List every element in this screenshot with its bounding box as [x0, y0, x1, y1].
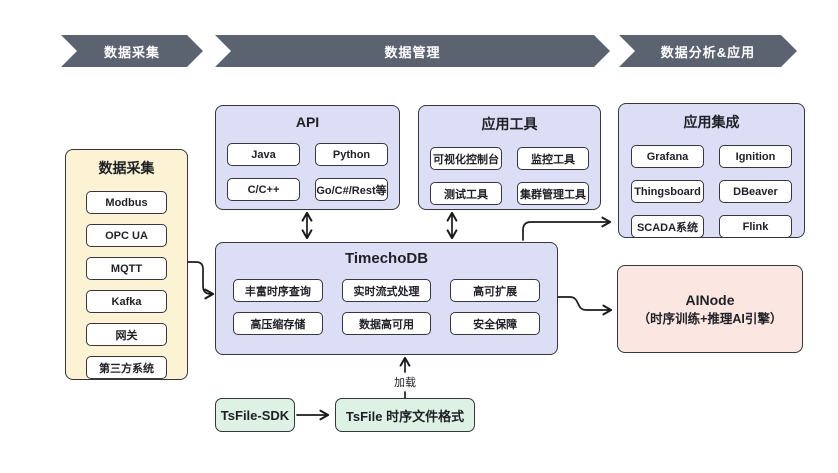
collection-item: MQTT: [86, 257, 167, 280]
collection-item: 网关: [86, 323, 167, 346]
timechodb-feature-item: 丰富时序查询: [233, 279, 323, 302]
stage-banner-collection: 数据采集: [61, 35, 203, 67]
arrow-timechodb-to-integration: [522, 216, 612, 241]
ainode-subtitle: （时序训练+推理AI引擎）: [637, 312, 783, 327]
timechodb-box-items: 丰富时序查询实时流式处理高可扩展高压缩存储数据高可用安全保障: [216, 279, 557, 335]
api-box-title: API: [295, 114, 320, 130]
integration-item: Thingsboard: [631, 180, 704, 203]
integration-box-title: 应用集成: [683, 114, 740, 130]
timechodb-box: TimechoDB 丰富时序查询实时流式处理高可扩展高压缩存储数据高可用安全保障: [215, 242, 558, 355]
integration-item: DBeaver: [719, 180, 792, 203]
stage-banner-analysis: 数据分析&应用: [619, 35, 797, 67]
load-arrow-label: 加载: [394, 377, 416, 389]
collection-item: 第三方系统: [86, 356, 167, 379]
collection-item: OPC UA: [86, 224, 167, 247]
integration-item: SCADA系统: [631, 215, 704, 238]
tool-item: 测试工具: [430, 182, 502, 205]
api-item: C/C++: [227, 178, 300, 201]
tools-box: 应用工具 可视化控制台监控工具测试工具集群管理工具: [418, 105, 601, 210]
stage-banner-management: 数据管理: [215, 35, 610, 67]
tools-box-items: 可视化控制台监控工具测试工具集群管理工具: [419, 147, 600, 205]
integration-item: Flink: [719, 215, 792, 238]
collection-box-title: 数据采集: [98, 160, 155, 176]
api-item: Go/C#/Rest等: [315, 178, 388, 201]
timechodb-feature-item: 安全保障: [450, 312, 540, 335]
tsfile-format-box: TsFile 时序文件格式: [335, 398, 475, 432]
timechodb-feature-item: 实时流式处理: [341, 279, 432, 302]
collection-item: Modbus: [86, 191, 167, 214]
integration-item: Ignition: [719, 145, 792, 168]
arrow-timechodb-to-ainode: [557, 296, 613, 316]
ainode-box: AINode （时序训练+推理AI引擎）: [617, 265, 803, 353]
tools-box-title: 应用工具: [481, 116, 538, 132]
arrow-collection-to-timechodb: [187, 261, 215, 300]
api-item: Java: [227, 143, 300, 166]
tool-item: 集群管理工具: [517, 182, 589, 205]
collection-item: Kafka: [86, 290, 167, 313]
timechodb-feature-item: 高可扩展: [450, 279, 540, 302]
timechodb-box-title: TimechoDB: [344, 250, 429, 267]
timechodb-feature-item: 数据高可用: [341, 312, 432, 335]
ainode-title: AINode: [685, 291, 735, 308]
tool-item: 监控工具: [517, 147, 589, 170]
integration-item: Grafana: [631, 145, 704, 168]
timechodb-feature-item: 高压缩存储: [233, 312, 323, 335]
tool-item: 可视化控制台: [430, 147, 502, 170]
tsfile-sdk-box: TsFile-SDK: [215, 398, 295, 432]
api-item: Python: [315, 143, 388, 166]
